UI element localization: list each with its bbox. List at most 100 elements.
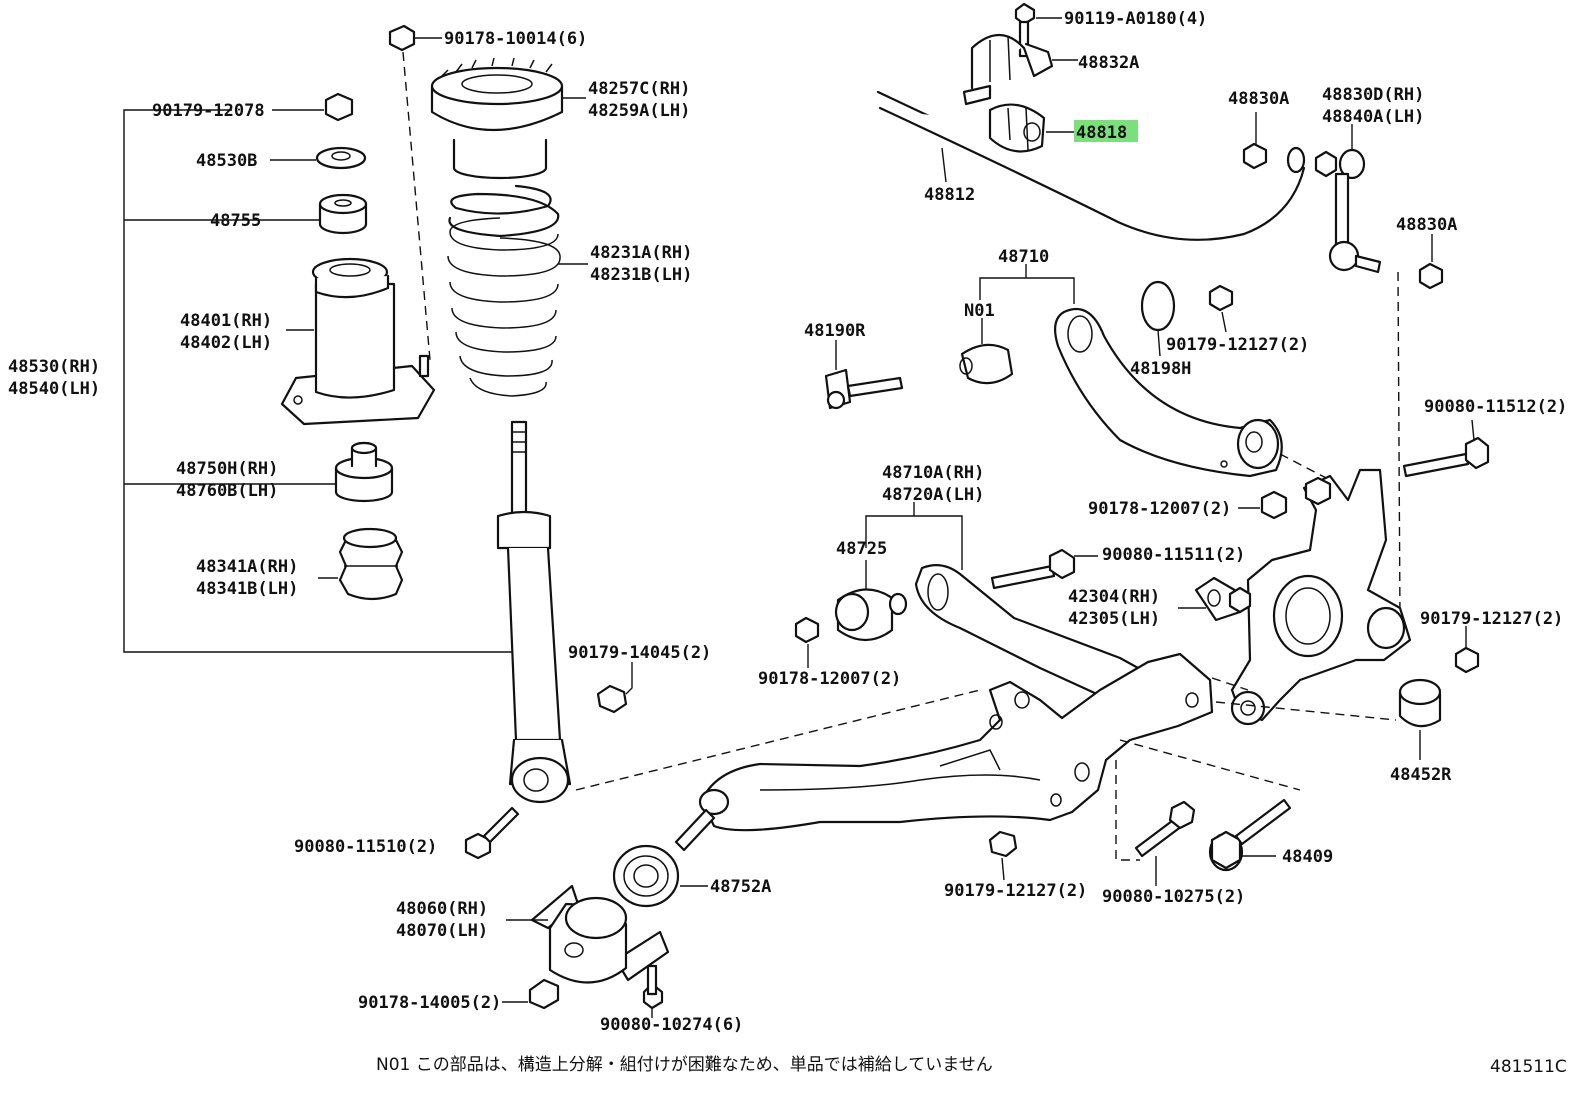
label-48190R: 48190R: [804, 321, 866, 341]
label-48231A: 48231A(RH): [590, 243, 692, 263]
label-48259A: 48259A(LH): [588, 101, 690, 121]
label-42304: 42304(RH): [1068, 587, 1160, 607]
label-48760B: 48760B(LH): [176, 481, 278, 501]
label-90080-10275: 90080-10275(2): [1102, 887, 1245, 907]
label-48720A: 48720A(LH): [882, 485, 984, 505]
label-48755: 48755: [210, 211, 261, 231]
label-48401: 48401(RH): [180, 311, 272, 331]
part-labels: 90178-10014(6) 90179-12078 48530B 48755 …: [8, 9, 1567, 1035]
nut-icon: [1260, 490, 1288, 520]
lower-bracket-group: [502, 844, 708, 1018]
label-48231B: 48231B(LH): [590, 265, 692, 285]
label-48530B: 48530B: [196, 151, 257, 171]
label-48070: 48070(LH): [396, 921, 488, 941]
ball-joint-icon: [674, 788, 730, 852]
nut-icon: [1242, 142, 1268, 170]
crossmember-icon: [700, 652, 1214, 832]
label-48710: 48710: [998, 247, 1049, 267]
nut-icon: [1454, 646, 1480, 674]
nut-icon: [988, 830, 1018, 858]
upper-arm-icon: [1053, 307, 1283, 478]
nut-icon: [596, 684, 628, 714]
label-48830D: 48830D(RH): [1322, 85, 1424, 105]
label-90178-14005: 90178-14005(2): [358, 993, 501, 1013]
upper-arm-group: [824, 264, 1283, 478]
label-48818: 48818: [1076, 123, 1127, 143]
label-90080-11511: 90080-11511(2): [1102, 545, 1245, 565]
bolt-icon: [990, 548, 1076, 590]
label-48710A: 48710A(RH): [882, 463, 984, 483]
bolt-icon: [1014, 2, 1036, 58]
nut-icon: [1418, 262, 1444, 290]
label-90080-11510: 90080-11510(2): [294, 837, 437, 857]
bolt-icon: [642, 964, 664, 1010]
label-48752A: 48752A: [710, 877, 771, 897]
label-48812: 48812: [924, 185, 975, 205]
cam-bolt-icon: [824, 368, 904, 410]
nut-icon: [528, 978, 560, 1010]
bump-stopper-icon: [334, 441, 394, 503]
label-90179-12127-c: 90179-12127(2): [944, 881, 1087, 901]
bushing-icon: [1398, 678, 1442, 728]
label-N01: N01: [964, 301, 995, 321]
bushing-bracket-icon: [530, 884, 670, 984]
stabilizer-link-icon: [1314, 148, 1382, 274]
label-48830A-right: 48830A: [1396, 215, 1457, 235]
label-48452R: 48452R: [1390, 765, 1452, 785]
label-90119-A0180: 90119-A0180(4): [1064, 9, 1207, 29]
steering-knuckle-icon: [1230, 468, 1412, 726]
nut-icon: [794, 616, 820, 644]
label-48402: 48402(LH): [180, 333, 272, 353]
label-90179-12078: 90179-12078: [152, 101, 265, 121]
bolt-icon: [1402, 436, 1490, 478]
label-90080-11512: 90080-11512(2): [1424, 397, 1567, 417]
strut-assembly-group: [123, 24, 981, 860]
label-48257C: 48257C(RH): [588, 79, 690, 99]
stabilizer-bracket-icon: [962, 34, 1054, 106]
label-48341B: 48341B(LH): [196, 579, 298, 599]
stabilizer-bushing-icon: [988, 103, 1046, 153]
bolt-icon: [464, 806, 520, 860]
nut-icon: [324, 92, 354, 122]
label-48750H: 48750H(RH): [176, 459, 278, 479]
highlight-48818: [1074, 120, 1138, 142]
label-48341A: 48341A(RH): [196, 557, 298, 577]
arm-bushing-icon: [834, 588, 908, 642]
bushing-ring-icon: [612, 844, 680, 908]
label-42305: 42305(LH): [1068, 609, 1160, 629]
label-90179-12127-b: 90179-12127(2): [1420, 609, 1563, 629]
cam-bolt-icon: [1208, 798, 1292, 872]
bushing-icon: [318, 193, 368, 235]
label-90178-12007-a: 90178-12007(2): [1088, 499, 1231, 519]
washer-icon: [315, 146, 367, 170]
strut-top-nut-icon: [388, 24, 442, 52]
diagram-code: 481511C: [1490, 1057, 1567, 1077]
footnote-text: N01 この部品は、構造上分解・組付けが困難なため、単品では補給していません: [376, 1055, 993, 1075]
bolt-icon: [1134, 800, 1196, 858]
shock-absorber-icon: [496, 420, 572, 804]
label-90179-12127-a: 90179-12127(2): [1166, 335, 1309, 355]
label-90179-14045: 90179-14045(2): [568, 643, 711, 663]
label-48840A: 48840A(LH): [1322, 107, 1424, 127]
label-48060: 48060(RH): [396, 899, 488, 919]
label-48409: 48409: [1282, 847, 1333, 867]
label-90080-10274: 90080-10274(6): [600, 1015, 743, 1035]
label-48725: 48725: [836, 539, 887, 559]
knuckle-group: [1211, 419, 1490, 760]
nut-icon: [1208, 284, 1234, 312]
stabilizer-group: [876, 2, 1444, 621]
label-48832A: 48832A: [1078, 53, 1139, 73]
lower-arm-group: [674, 502, 1301, 886]
label-48198H: 48198H: [1130, 359, 1191, 379]
label-48830A-top: 48830A: [1228, 89, 1289, 109]
label-48540: 48540(LH): [8, 379, 100, 399]
stabilizer-bar-icon: [876, 90, 1306, 241]
toe-adjust-plate-icon: [1194, 576, 1252, 622]
bump-stop-bellows-icon: [338, 527, 404, 601]
label-48530: 48530(RH): [8, 357, 100, 377]
arm-bushing-icon: [959, 343, 1014, 385]
label-90178-10014: 90178-10014(6): [444, 29, 587, 49]
cam-plate-icon: [1140, 280, 1176, 332]
spring-seat-icon: [430, 57, 564, 180]
